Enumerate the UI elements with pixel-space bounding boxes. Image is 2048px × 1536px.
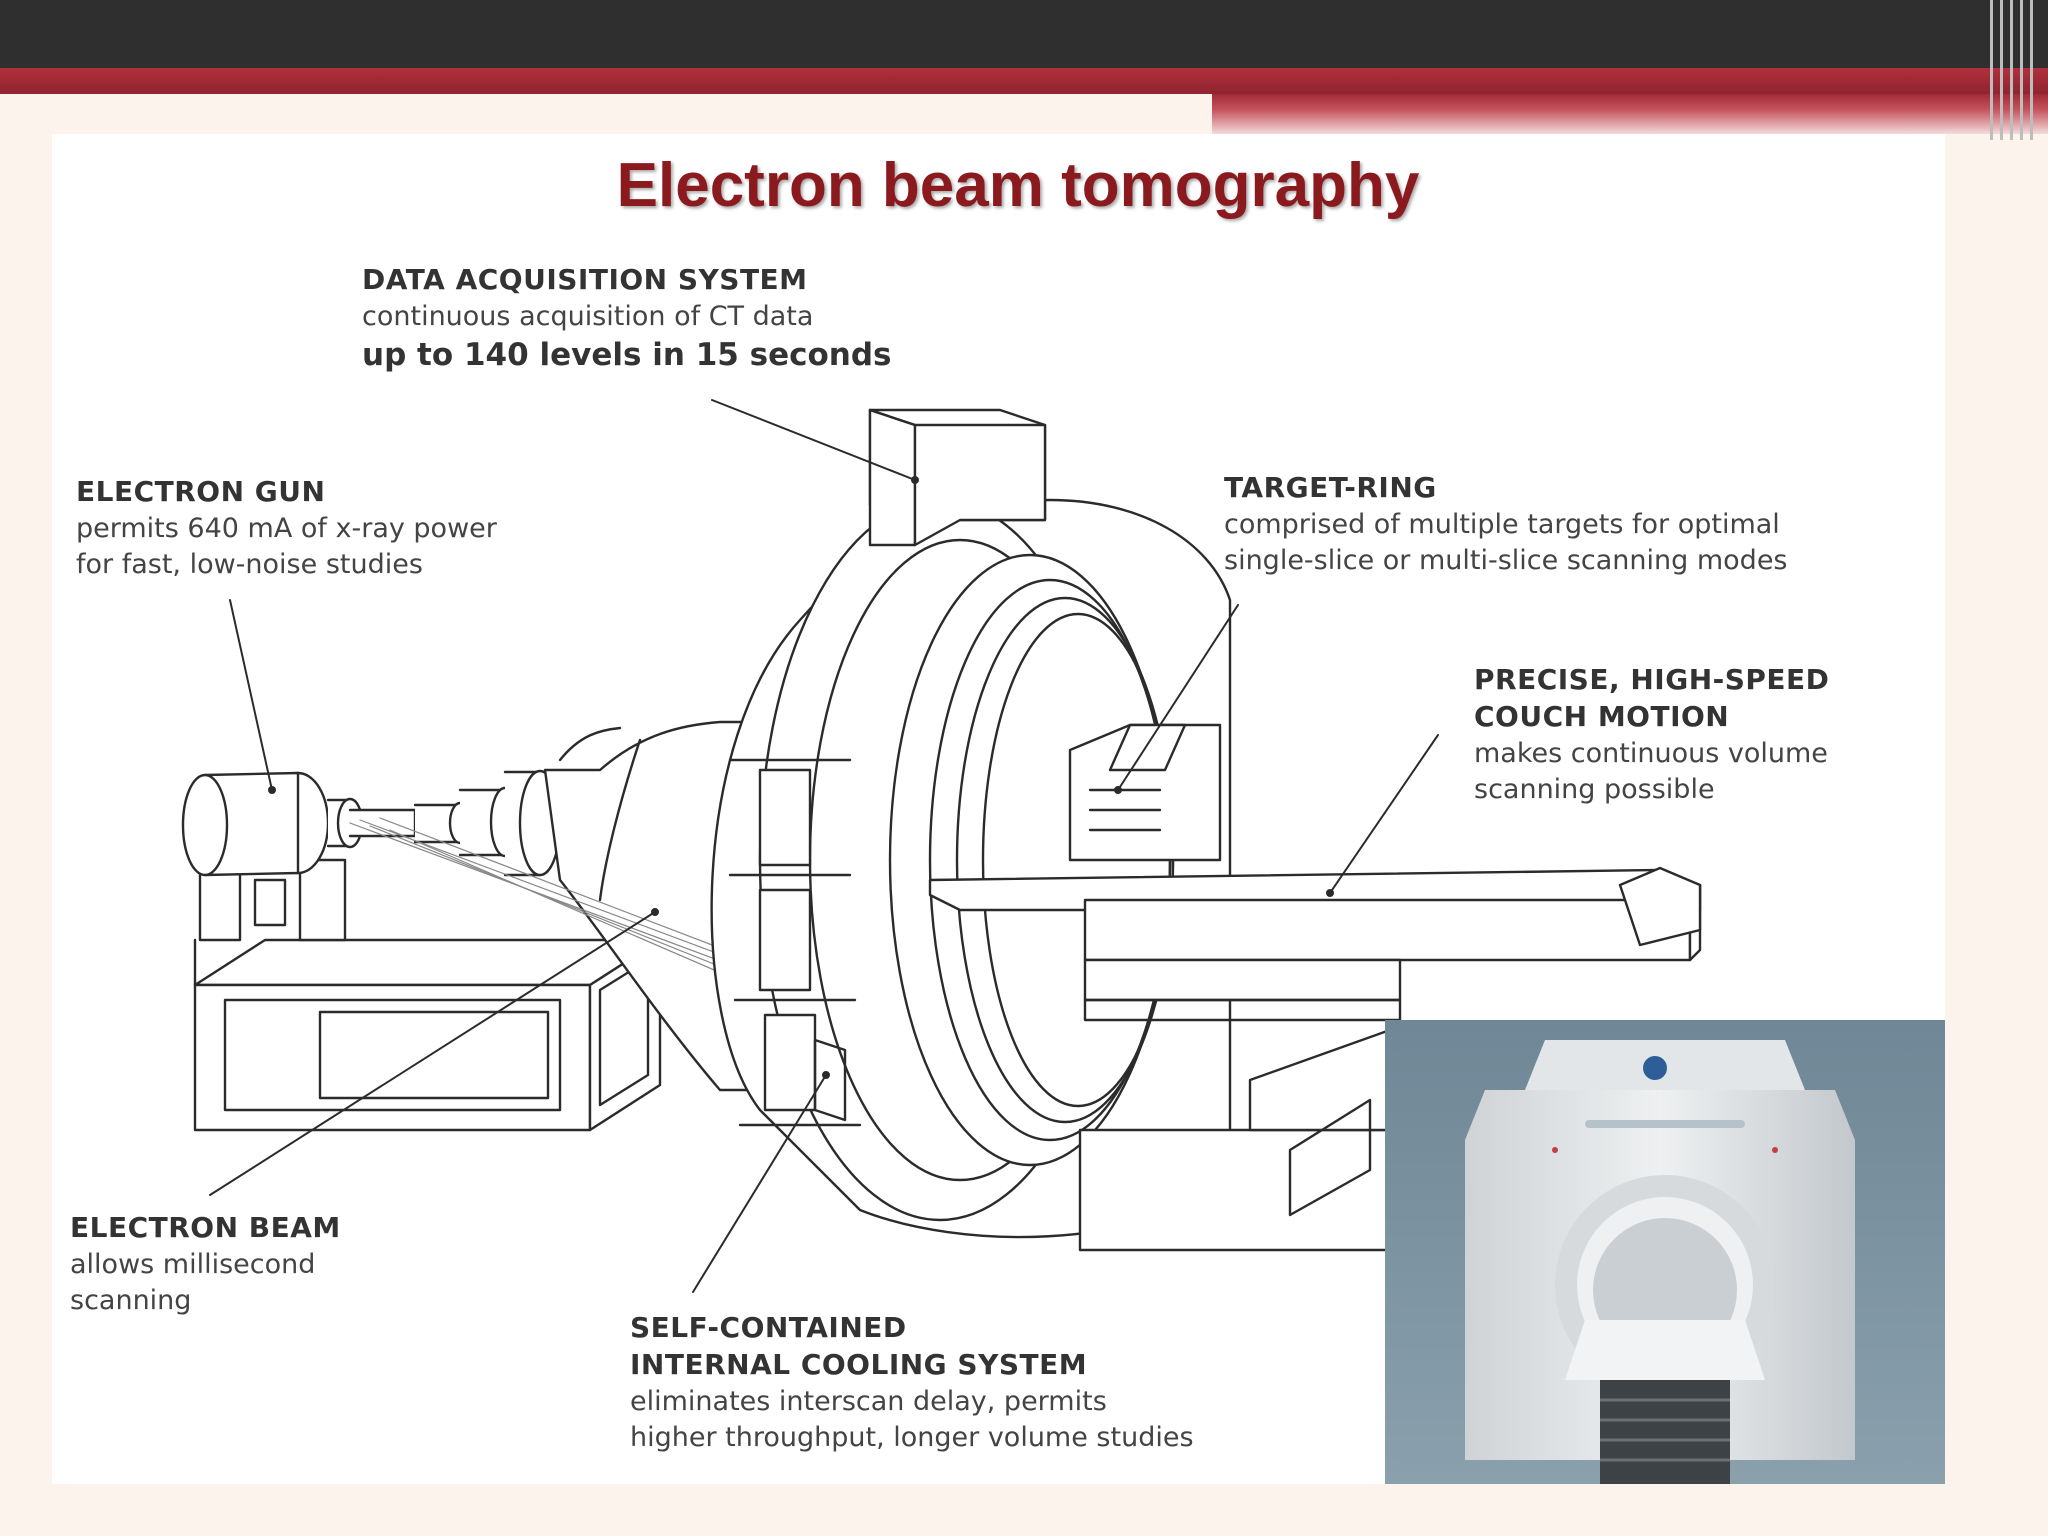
callout-target-ring: TARGET-RING comprised of multiple target…: [1224, 470, 1788, 578]
callout-heading: TARGET-RING: [1224, 471, 1437, 504]
callout-text: single-slice or multi-slice scanning mod…: [1224, 544, 1788, 576]
callout-text: continuous acquisition of CT data: [362, 300, 814, 332]
callout-text: scanning possible: [1474, 773, 1715, 805]
scanner-ring: [710, 498, 1232, 1239]
callout-text: makes continuous volume: [1474, 737, 1828, 769]
callout-text: higher throughput, longer volume studies: [630, 1421, 1194, 1453]
slide-title: Electron beam tomography: [0, 150, 2048, 221]
target-ring-block: [1068, 723, 1222, 862]
callout-text: allows millisecond: [70, 1248, 316, 1280]
callout-electron-beam: ELECTRON BEAM allows millisecond scannin…: [70, 1210, 341, 1318]
callout-text: eliminates interscan delay, permits: [630, 1385, 1107, 1417]
callout-heading: ELECTRON BEAM: [70, 1211, 341, 1244]
electron-gun-body: [181, 769, 562, 877]
corner-decoration: [1986, 0, 2048, 140]
callout-couch-motion: PRECISE, HIGH-SPEED COUCH MOTION makes c…: [1474, 662, 1829, 807]
accent-bar-fade: [1212, 94, 2048, 134]
vacuum-cone: [543, 720, 762, 1092]
callout-text: scanning: [70, 1284, 192, 1316]
callout-heading: DATA ACQUISITION SYSTEM: [362, 263, 808, 296]
callout-data-acquisition: DATA ACQUISITION SYSTEM continuous acqui…: [362, 262, 892, 375]
slide-title-text: Electron beam tomography: [616, 151, 1420, 220]
scanner-photo: [1385, 1020, 1945, 1484]
scanner-photo-illustration: [1385, 1020, 1945, 1484]
callout-electron-gun: ELECTRON GUN permits 640 mA of x-ray pow…: [76, 474, 497, 582]
data-acquisition-box: [868, 408, 1047, 547]
top-accent-bar: [0, 68, 2048, 94]
callout-text: comprised of multiple targets for optima…: [1224, 508, 1780, 540]
callout-heading: SELF-CONTAINED: [630, 1311, 907, 1344]
callout-text: permits 640 mA of x-ray power: [76, 512, 497, 544]
callout-heading: COUCH MOTION: [1474, 699, 1730, 733]
callout-cooling-system: SELF-CONTAINED INTERNAL COOLING SYSTEM e…: [630, 1310, 1194, 1455]
callout-heading: ELECTRON GUN: [76, 475, 326, 508]
top-dark-bar: [0, 0, 2048, 68]
callout-heading: PRECISE, HIGH-SPEED: [1474, 663, 1830, 696]
leader-lines: [209, 399, 1439, 1293]
callout-text: for fast, low-noise studies: [76, 548, 423, 580]
patient-couch: [928, 866, 1702, 1022]
callout-text-emphasis: up to 140 levels in 15 seconds: [362, 336, 892, 373]
gun-base-frame: [193, 858, 662, 1132]
callout-heading: INTERNAL COOLING SYSTEM: [630, 1347, 1088, 1381]
